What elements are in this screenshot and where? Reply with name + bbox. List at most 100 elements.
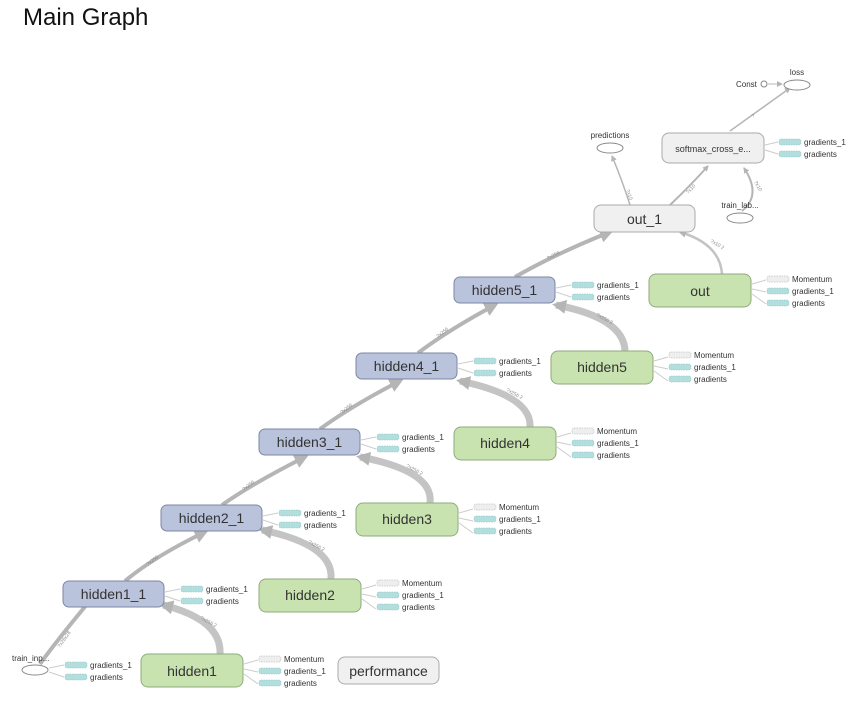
const-node[interactable]: Const <box>736 80 768 89</box>
hidden5-1-label: hidden5_1 <box>472 282 538 298</box>
aux-gradients-label: gradients <box>597 293 630 302</box>
train-inputs-label: train_inp... <box>12 654 49 663</box>
aux-gradients-1-label: gradients_1 <box>792 287 834 296</box>
performance-node[interactable]: performance <box>337 656 440 685</box>
aux-group-train-inputs: gradients_1 gradients <box>48 661 132 682</box>
graph-title: Main Graph <box>23 4 149 31</box>
hidden3-label: hidden3 <box>382 511 432 527</box>
aux-gradients-1-label: gradients_1 <box>402 433 444 442</box>
edge-hidden2-var: ?x256 2 <box>258 525 335 580</box>
aux-group-hidden2-1: gradients_1 gradients <box>262 509 346 530</box>
edge-label: ?x10 <box>624 189 633 201</box>
hidden1-1-node[interactable]: hidden1_1 <box>62 580 165 608</box>
hidden4-1-label: hidden4_1 <box>374 358 440 374</box>
edge-label: ?x10 <box>685 183 697 195</box>
hidden3-node[interactable]: hidden3 <box>355 502 459 537</box>
aux-gradients-1-label: gradients_1 <box>90 661 132 670</box>
edge-hidden3-var: ?x256 2 <box>356 451 434 504</box>
aux-gradients-1-label: gradients_1 <box>804 138 846 147</box>
aux-gradients-label: gradients <box>90 673 123 682</box>
hidden2-1-label: hidden2_1 <box>179 510 245 526</box>
aux-gradients-label: gradients <box>597 451 630 460</box>
out-1-node[interactable]: out_1 <box>593 204 696 233</box>
hidden5-node[interactable]: hidden5 <box>550 350 654 385</box>
edge-softmax-loss: ? <box>729 87 791 132</box>
aux-momentum-label: Momentum <box>499 503 539 512</box>
aux-group-hidden5-1: gradients_1 gradients <box>555 281 639 302</box>
aux-gradients-label: gradients <box>402 445 435 454</box>
aux-gradients-label: gradients <box>304 521 337 530</box>
hidden1-node[interactable]: hidden1 <box>140 653 244 688</box>
hidden2-node[interactable]: hidden2 <box>258 578 362 613</box>
out-node[interactable]: out <box>648 273 752 308</box>
hidden4-label: hidden4 <box>480 435 530 451</box>
train-inputs-node[interactable]: train_inp... <box>12 654 49 676</box>
edge-out1-softmax: ?x10 <box>669 165 709 206</box>
edge-label: ? <box>751 113 757 120</box>
edge-labels-softmax: ?x10 <box>741 167 763 212</box>
predictions-label: predictions <box>591 131 630 140</box>
edge-out-var: ?x10 2 <box>678 229 725 275</box>
edge-hidden3-hidden4: ?x256 <box>318 379 404 431</box>
aux-group-softmax: gradients_1 gradients <box>764 138 846 159</box>
aux-momentum-label: Momentum <box>694 351 734 360</box>
aux-gradients-label: gradients <box>206 597 239 606</box>
aux-group-hidden5: Momentum gradients_1 gradients <box>653 351 736 384</box>
aux-group-hidden2: Momentum gradients_1 gradients <box>361 579 444 612</box>
aux-gradients-1-label: gradients_1 <box>499 515 541 524</box>
aux-gradients-label: gradients <box>499 527 532 536</box>
hidden5-1-node[interactable]: hidden5_1 <box>453 276 556 304</box>
aux-gradients-label: gradients <box>804 150 837 159</box>
loss-label: loss <box>790 68 804 77</box>
aux-group-hidden4-1: gradients_1 gradients <box>457 357 541 378</box>
predictions-node[interactable]: predictions <box>591 131 630 154</box>
hidden4-1-node[interactable]: hidden4_1 <box>355 352 458 380</box>
edge-hidden4-hidden5: ?x256 <box>416 303 499 355</box>
loss-node[interactable]: loss <box>783 68 811 91</box>
edge-out1-predictions: ?x10 <box>611 155 634 206</box>
train-labels-node[interactable]: train_lab... <box>721 201 759 224</box>
hidden2-1-node[interactable]: hidden2_1 <box>160 504 263 532</box>
aux-gradients-1-label: gradients_1 <box>694 363 736 372</box>
hidden1-1-label: hidden1_1 <box>81 586 147 602</box>
aux-group-hidden3-1: gradients_1 gradients <box>360 433 444 454</box>
aux-gradients-1-label: gradients_1 <box>206 585 248 594</box>
edge-hidden5-var: ?x256 2 <box>552 300 629 352</box>
aux-group-hidden3: Momentum gradients_1 gradients <box>458 503 541 536</box>
aux-gradients-label: gradients <box>694 375 727 384</box>
aux-gradients-label: gradients <box>499 369 532 378</box>
aux-gradients-1-label: gradients_1 <box>402 591 444 600</box>
aux-momentum-label: Momentum <box>284 655 324 664</box>
aux-gradients-1-label: gradients_1 <box>597 281 639 290</box>
hidden3-1-label: hidden3_1 <box>277 434 343 450</box>
out-label: out <box>690 283 710 299</box>
train-labels-label: train_lab... <box>721 201 758 210</box>
softmax-node[interactable]: softmax_cross_e... <box>661 132 765 164</box>
edge-hidden1-var: ?x256 2 <box>159 600 224 655</box>
hidden2-label: hidden2 <box>285 587 335 603</box>
hidden3-1-node[interactable]: hidden3_1 <box>258 428 361 456</box>
aux-group-out: Momentum gradients_1 gradients <box>751 275 834 308</box>
hidden5-label: hidden5 <box>577 359 627 375</box>
edge-label: ?x10 <box>752 180 763 193</box>
performance-label: performance <box>349 663 428 679</box>
aux-gradients-label: gradients <box>792 299 825 308</box>
aux-momentum-label: Momentum <box>792 275 832 284</box>
edge-hidden4-var: ?x256 2 <box>456 376 534 428</box>
aux-gradients-1-label: gradients_1 <box>284 667 326 676</box>
aux-gradients-label: gradients <box>284 679 317 688</box>
hidden1-label: hidden1 <box>167 663 217 679</box>
out-1-label: out_1 <box>627 211 662 227</box>
aux-group-hidden4: Momentum gradients_1 gradients <box>556 427 639 460</box>
aux-momentum-label: Momentum <box>402 579 442 588</box>
softmax-label: softmax_cross_e... <box>675 144 751 154</box>
aux-group-hidden1: Momentum gradients_1 gradients <box>243 655 326 688</box>
edge-hidden2-hidden3: ?x256 <box>220 455 309 507</box>
const-label: Const <box>736 80 758 89</box>
aux-gradients-1-label: gradients_1 <box>597 439 639 448</box>
hidden4-node[interactable]: hidden4 <box>453 426 557 461</box>
edge-hidden1-hidden2: ?x256 <box>123 530 209 583</box>
aux-momentum-label: Momentum <box>597 427 637 436</box>
edge-label: ?x256 <box>546 250 561 262</box>
